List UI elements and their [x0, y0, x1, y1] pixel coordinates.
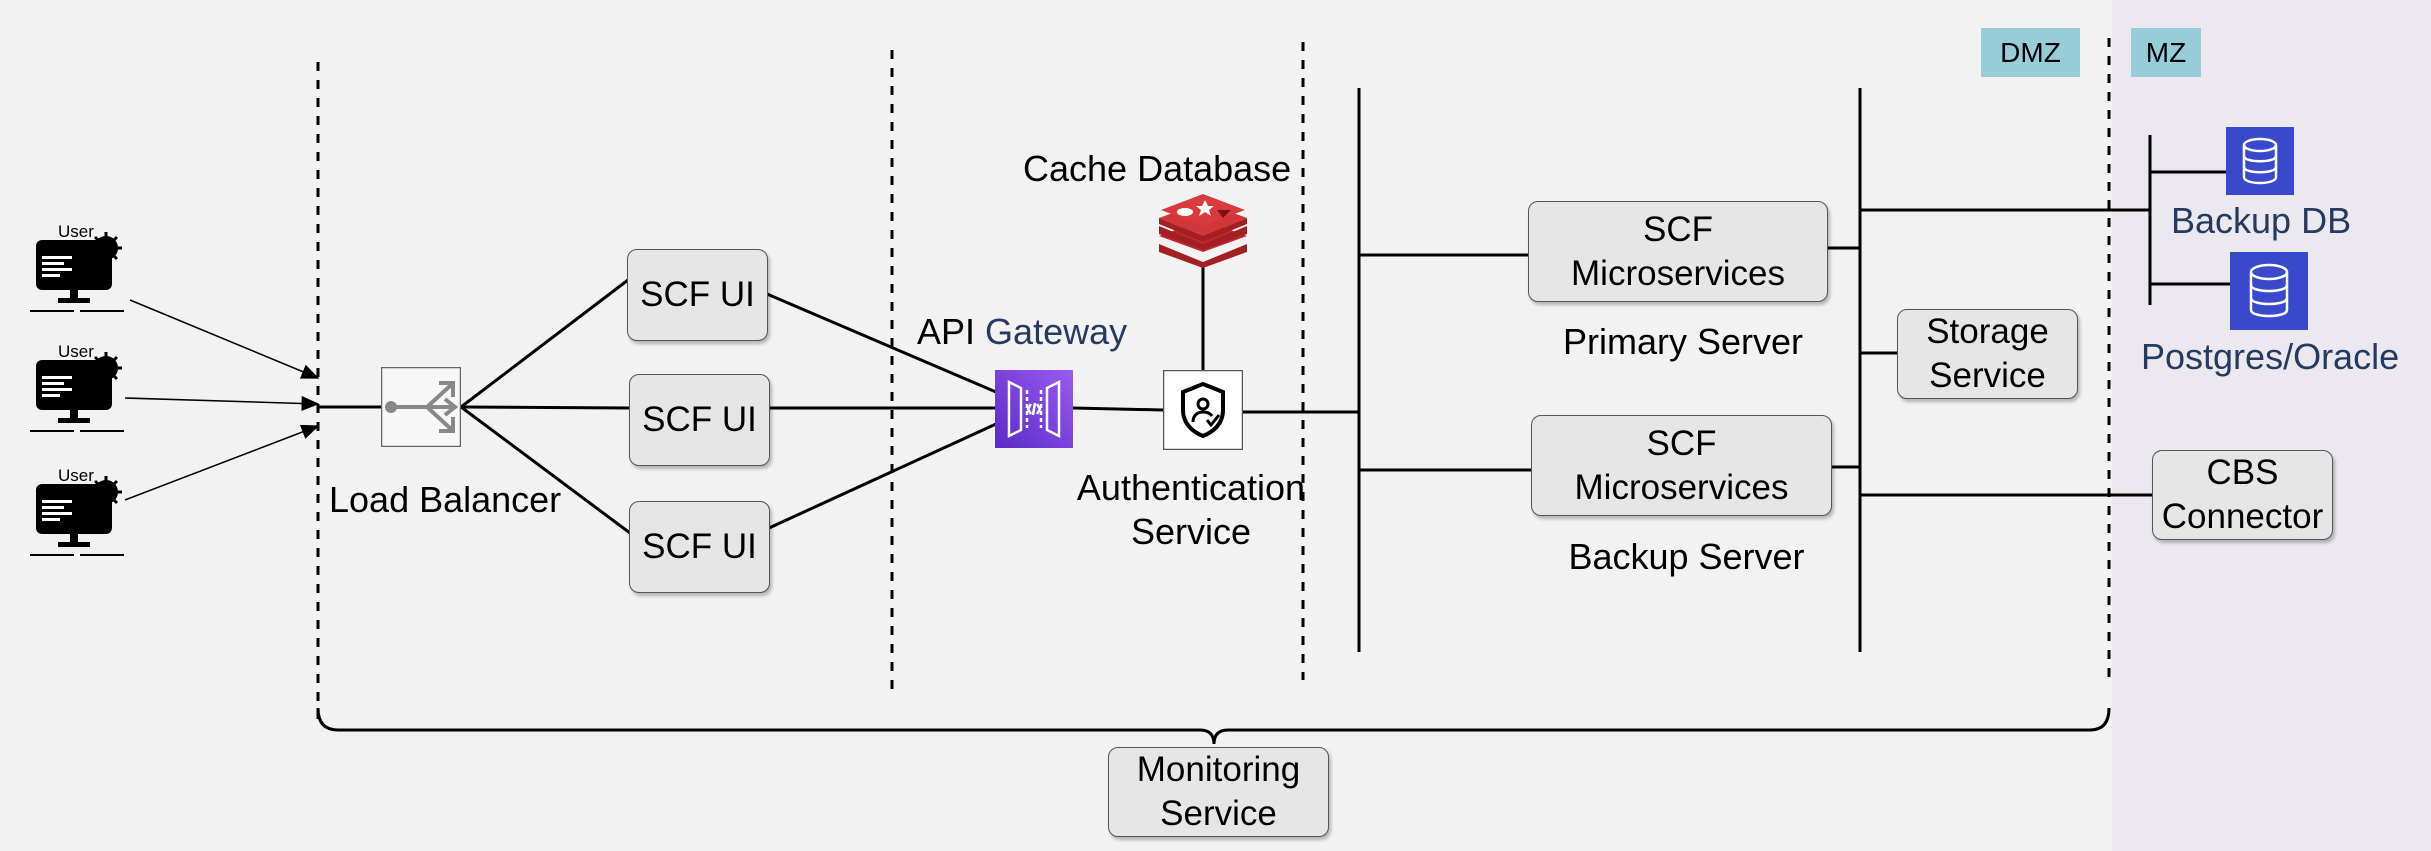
api-gateway-label: API Gateway	[917, 310, 1127, 354]
scf-ui-box: SCF UI	[627, 249, 768, 341]
authentication-service-label-line2: Service	[1130, 511, 1252, 552]
storage-service-line2: Service	[1929, 356, 2046, 395]
load-balancer-icon	[380, 366, 462, 448]
primary-server-label: Primary Server	[1562, 321, 1804, 362]
load-balancer-label: Load Balancer	[329, 479, 562, 520]
mz-zone-tag: MZ	[2131, 28, 2201, 77]
user-label: User	[58, 342, 94, 361]
user-arrow	[124, 395, 320, 411]
user-workstation: User	[26, 342, 130, 446]
monitoring-service-line2: Service	[1160, 794, 1277, 833]
user-label: User	[58, 222, 94, 241]
user-label: User	[58, 466, 94, 485]
authentication-service-label: Authentication Service	[1071, 466, 1311, 554]
redis-icon	[1157, 192, 1249, 268]
backup-db-label: Backup DB	[2171, 200, 2352, 241]
scf-ui-box: SCF UI	[629, 501, 770, 593]
backup-server-label: Backup Server	[1568, 536, 1805, 577]
backup-microservices-box: SCF Microservices	[1531, 415, 1832, 516]
cbs-connector-line2: Connector	[2161, 497, 2324, 536]
cbs-connector-line1: CBS	[2206, 453, 2279, 492]
primary-microservices-box: SCF Microservices	[1528, 201, 1828, 302]
api-gateway-label-suffix: Gateway	[985, 311, 1128, 352]
backup-microservices-line1: SCF	[1646, 423, 1717, 463]
postgres-oracle-label: Postgres/Oracle	[2141, 336, 2400, 377]
api-gateway-icon	[995, 370, 1073, 448]
monitoring-service-line1: Monitoring	[1136, 750, 1301, 789]
user-computer-icon	[30, 352, 124, 432]
cbs-connector-box: CBS Connector	[2152, 450, 2333, 540]
backup-db-icon	[2226, 127, 2294, 195]
cache-database-label: Cache Database	[1023, 148, 1292, 189]
user-workstation: User	[26, 222, 130, 326]
authentication-service-label-line1: Authentication	[1076, 467, 1306, 508]
user-computer-icon	[30, 476, 124, 556]
api-gateway-label-prefix: API	[917, 311, 976, 352]
user-arrow	[124, 424, 320, 501]
authentication-shield-icon	[1162, 369, 1244, 451]
storage-service-line1: Storage	[1926, 312, 2049, 351]
primary-microservices-line2: Microservices	[1571, 253, 1785, 293]
user-arrow	[129, 299, 320, 379]
backup-microservices-line2: Microservices	[1574, 467, 1789, 507]
primary-microservices-line1: SCF	[1643, 209, 1713, 249]
postgres-oracle-db-icon	[2230, 252, 2308, 330]
storage-service-box: Storage Service	[1897, 309, 2078, 399]
dmz-zone-tag: DMZ	[1981, 28, 2080, 77]
user-computer-icon	[30, 232, 124, 312]
user-workstation: User	[26, 466, 130, 570]
scf-ui-box: SCF UI	[629, 374, 770, 466]
monitoring-service-box: Monitoring Service	[1108, 747, 1329, 837]
